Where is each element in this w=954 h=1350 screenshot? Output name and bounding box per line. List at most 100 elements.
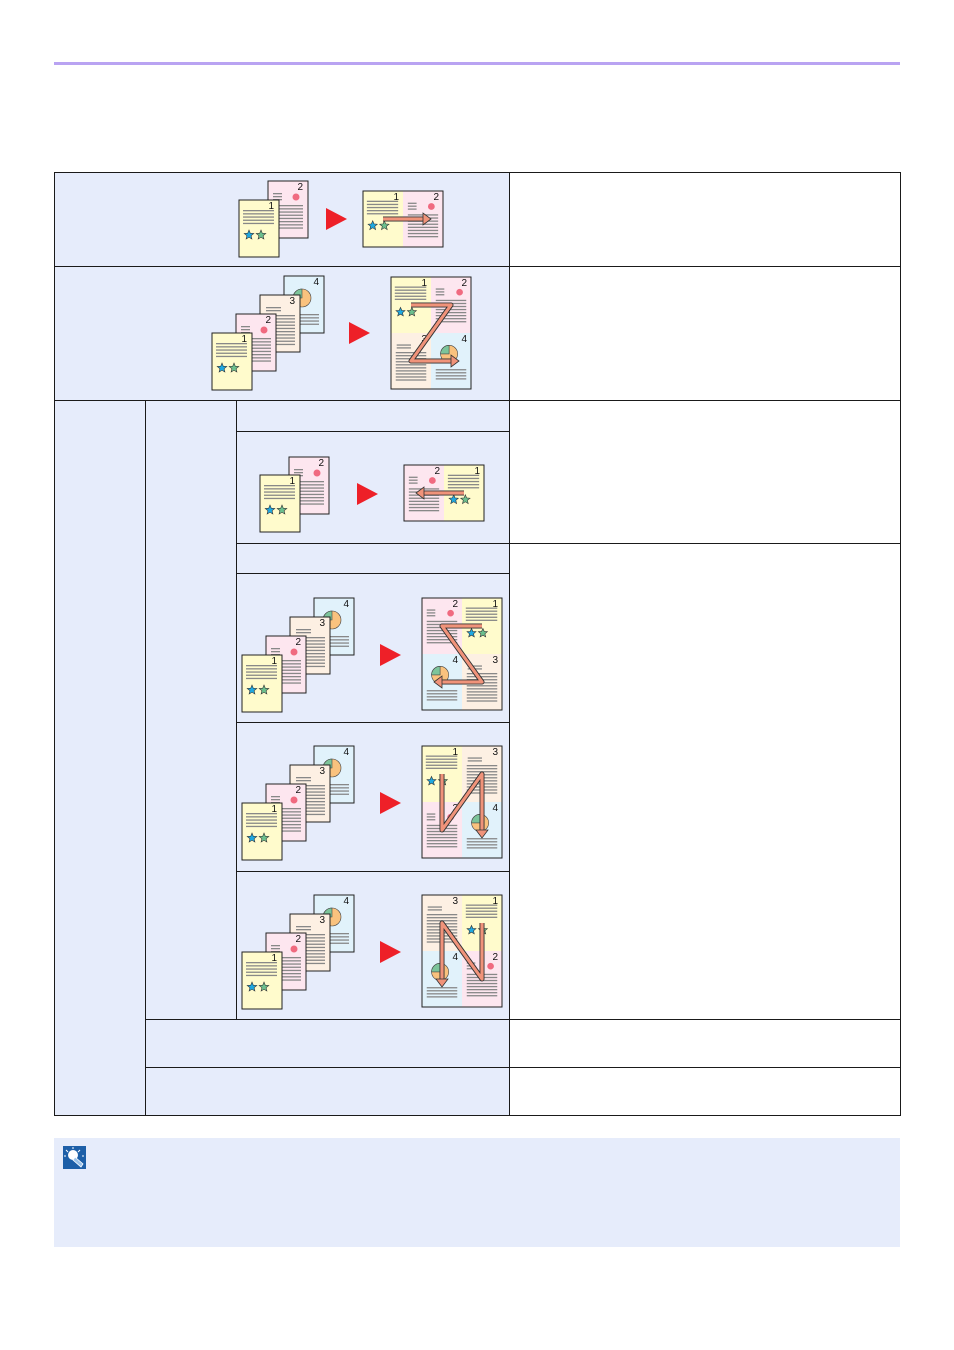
text-line	[294, 472, 303, 474]
text-line	[426, 816, 436, 818]
text-line	[435, 315, 467, 317]
note-box	[54, 1138, 900, 1247]
page-number: 1	[474, 466, 480, 477]
text-line	[465, 610, 498, 612]
text-line	[425, 758, 458, 760]
arrowhead-icon	[422, 212, 432, 226]
text-line	[271, 672, 301, 675]
text-line	[408, 476, 418, 478]
text-line	[241, 360, 271, 362]
text-line	[271, 827, 301, 829]
text-line	[295, 653, 325, 655]
text-line	[435, 372, 467, 374]
text-line	[295, 801, 325, 803]
text-line	[271, 966, 301, 968]
text-line	[265, 324, 295, 326]
text-line	[435, 294, 445, 296]
text-line	[466, 691, 498, 693]
text-line	[271, 817, 301, 819]
star-icon	[367, 220, 379, 231]
star-icon	[406, 306, 418, 317]
row-2in1-description-cell	[509, 172, 901, 267]
text-line	[271, 957, 301, 959]
page-number: 2	[295, 785, 301, 796]
text-line	[241, 347, 271, 349]
other-group-label-cell	[54, 400, 146, 1116]
text-line	[426, 699, 458, 701]
text-line	[466, 673, 498, 675]
text-line	[407, 202, 417, 204]
text-line	[246, 668, 277, 670]
arrowhead-icon	[435, 978, 449, 988]
star-icon	[246, 684, 258, 695]
text-line	[289, 320, 319, 322]
text-line	[394, 286, 427, 288]
text-line	[295, 804, 325, 806]
text-line	[466, 676, 498, 678]
text-line	[289, 323, 319, 325]
text-line	[265, 343, 295, 346]
text-line	[295, 810, 325, 812]
page-number: 2	[318, 458, 324, 469]
text-line	[465, 916, 498, 918]
text-line	[295, 962, 325, 965]
text-line	[296, 780, 311, 782]
text-line	[408, 482, 418, 484]
source-page-1: 1	[259, 474, 301, 533]
page-number: 3	[319, 766, 325, 777]
text-line	[241, 357, 271, 359]
text-line	[435, 308, 467, 311]
star-icon	[264, 504, 276, 515]
text-line	[271, 666, 301, 668]
text-line	[271, 824, 301, 826]
text-line	[435, 311, 467, 314]
text-line	[243, 219, 274, 221]
text-line	[271, 960, 301, 962]
text-line	[466, 765, 498, 767]
page-number: 1	[492, 896, 498, 907]
star-icon	[466, 627, 477, 638]
page-number: 3	[289, 296, 295, 307]
page-number: 2	[492, 952, 498, 963]
text-line	[466, 841, 498, 843]
text-line	[296, 629, 311, 631]
reading-order-arrow	[409, 303, 453, 363]
text-line	[295, 959, 325, 961]
page-number: 3	[492, 655, 498, 666]
text-line	[466, 995, 498, 997]
text-line	[246, 825, 277, 828]
orientation-description-cell	[509, 1067, 901, 1116]
page-number: 1	[271, 804, 277, 815]
text-line	[466, 847, 498, 849]
text-line	[425, 755, 458, 757]
star-icon	[255, 229, 267, 240]
text-line	[407, 236, 439, 238]
text-line	[425, 761, 458, 763]
orientation-label-cell	[145, 1067, 510, 1116]
dot-icon	[292, 193, 300, 201]
text-line	[366, 203, 399, 206]
star-icon	[246, 832, 258, 843]
text-line	[294, 487, 324, 489]
text-line	[246, 677, 277, 680]
text-line	[466, 694, 498, 696]
text-line	[435, 291, 445, 293]
text-line	[294, 484, 324, 486]
text-line	[435, 318, 467, 320]
text-line	[295, 785, 325, 787]
text-line	[427, 906, 442, 908]
text-line	[465, 907, 498, 909]
text-line	[395, 370, 427, 372]
star-icon	[395, 306, 406, 317]
text-line	[266, 307, 281, 309]
text-line	[426, 632, 458, 635]
text-line	[246, 674, 277, 676]
page-number: 2	[452, 599, 458, 610]
text-line	[426, 813, 436, 815]
text-line	[319, 933, 349, 935]
text-line	[319, 793, 349, 795]
text-line	[395, 364, 427, 366]
text-line	[271, 660, 301, 662]
text-line	[295, 646, 325, 648]
text-line	[466, 844, 498, 846]
